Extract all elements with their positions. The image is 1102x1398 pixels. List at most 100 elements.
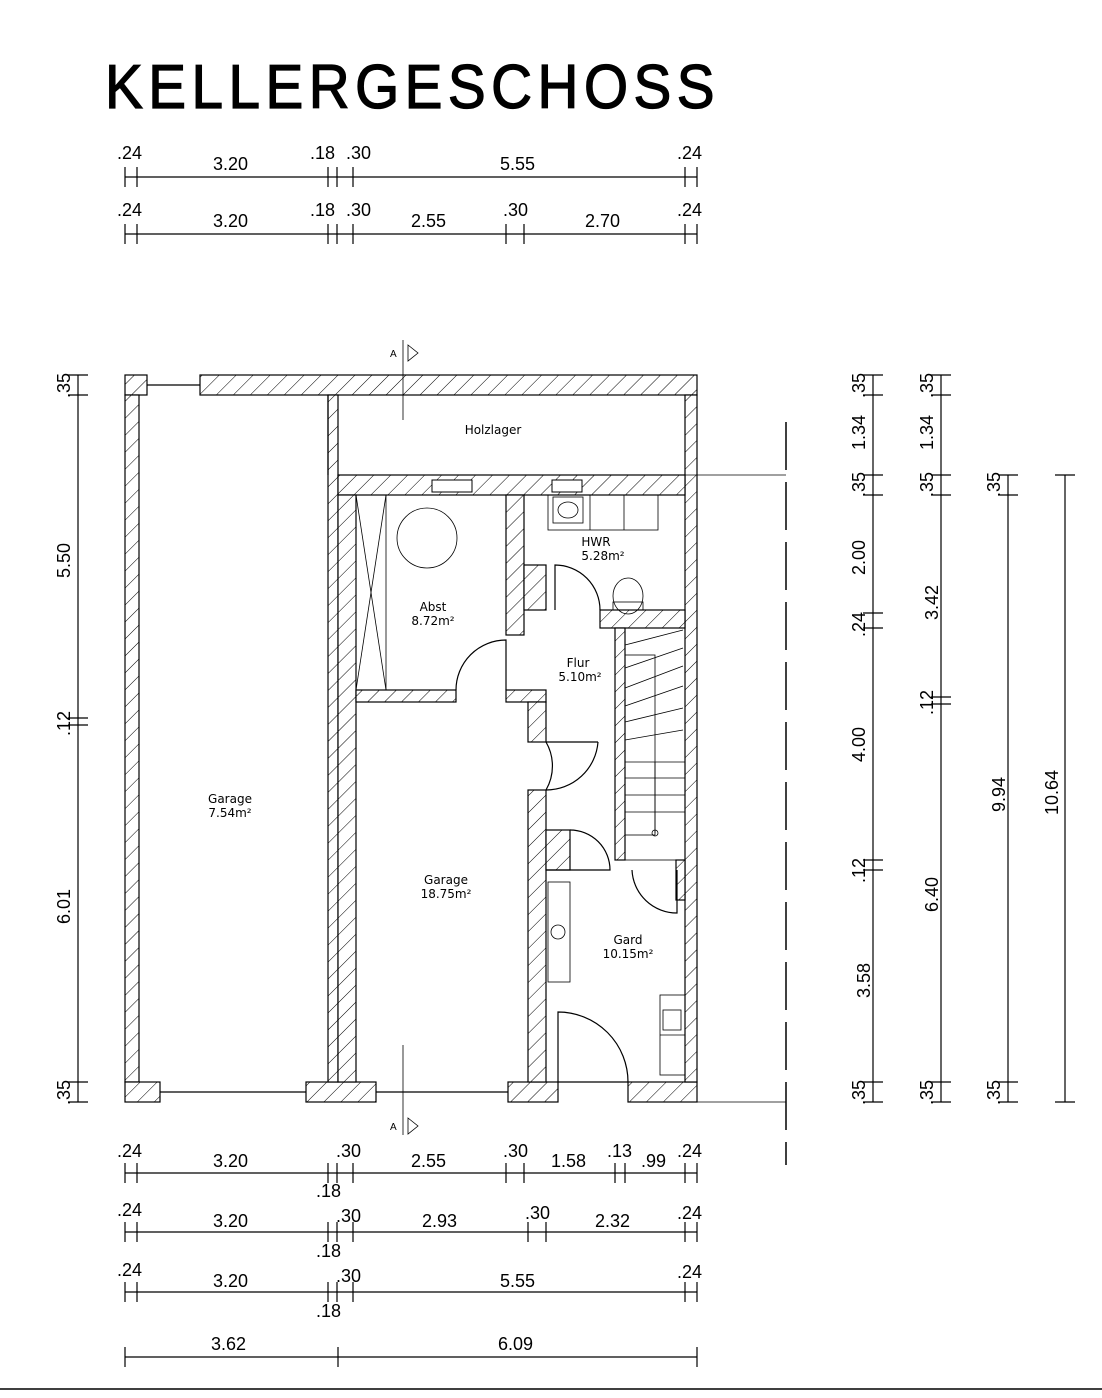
room-name: Abst [420, 600, 447, 614]
dimension-chain-right-1: .35 1.34 .35 2.00 .24 4.00 .12 3.58 .35 [849, 373, 883, 1105]
dim-label: 3.20 [213, 154, 248, 174]
room-area: 5.10m² [558, 670, 601, 684]
dim-label: 5.55 [500, 154, 535, 174]
dim-label: .24 [677, 200, 702, 220]
dim-label: 3.20 [213, 1211, 248, 1231]
dim-label: .12 [54, 711, 74, 736]
dim-label: 1.34 [917, 415, 937, 450]
fixtures [355, 494, 686, 1076]
section-line: A A [390, 340, 787, 1165]
section-marker: A [390, 349, 397, 360]
dim-label: .18 [316, 1241, 341, 1261]
dimension-chain-right-4: 10.64 [1042, 474, 1075, 1103]
dim-label: 3.42 [922, 585, 942, 620]
appliance-icon [550, 924, 566, 940]
dim-label: 3.20 [213, 1271, 248, 1291]
dim-label: .30 [346, 200, 371, 220]
dim-label: 6.09 [498, 1334, 533, 1354]
dim-label: 2.55 [411, 211, 446, 231]
dim-label: .35 [849, 373, 869, 398]
dimension-chain-top-1: .24 3.20 .18 .30 5.55 .24 [117, 143, 702, 187]
dim-label: .35 [984, 1080, 1004, 1105]
dim-label: 3.58 [854, 963, 874, 998]
dim-label: 4.00 [849, 727, 869, 762]
toilet-icon [612, 577, 644, 615]
dim-label: .24 [677, 143, 702, 163]
room-name: Flur [567, 656, 590, 670]
dim-label: .35 [54, 373, 74, 398]
dim-label: 1.58 [551, 1151, 586, 1171]
washbasin-icon [557, 501, 579, 519]
dim-label: .13 [607, 1141, 632, 1161]
dim-label: .24 [117, 1141, 142, 1161]
room-name: Garage [208, 792, 252, 806]
dim-label: 2.55 [411, 1151, 446, 1171]
dimension-chain-bottom-2: .24 3.20 .30 2.93 .30 2.32 .24 .18 [117, 1200, 702, 1261]
dim-label: 3.20 [213, 1151, 248, 1171]
dim-label: .30 [336, 1266, 361, 1286]
room-area: 10.15m² [603, 947, 654, 961]
room-labels: Holzlager HWR 5.28m² Abst 8.72m² Flur 5.… [208, 423, 654, 961]
dim-label: .18 [310, 143, 335, 163]
room-name: Holzlager [465, 423, 522, 437]
dim-label: .24 [117, 1260, 142, 1280]
dimension-chain-bottom-1: .24 3.20 .30 2.55 .30 1.58 .13 .99 .24 .… [117, 1141, 702, 1201]
dimension-chain-left: .35 5.50 .12 6.01 .35 [54, 373, 88, 1105]
dim-label: .24 [117, 200, 142, 220]
dimension-chain-top-2: .24 3.20 .18 .30 2.55 .30 2.70 .24 [117, 200, 702, 244]
interior-walls [327, 394, 686, 1083]
dim-label: 6.01 [54, 889, 74, 924]
dim-label: .35 [917, 373, 937, 398]
dim-label: 2.70 [585, 211, 620, 231]
dim-label: 3.20 [213, 211, 248, 231]
room-area: 8.72m² [411, 614, 454, 628]
dim-label: .24 [677, 1203, 702, 1223]
dim-label: .30 [336, 1206, 361, 1226]
dim-label: .24 [849, 612, 869, 637]
exterior-walls [124, 374, 698, 1103]
dim-label: .24 [677, 1141, 702, 1161]
dim-label: .30 [336, 1141, 361, 1161]
section-marker: A [390, 1122, 397, 1133]
dim-label: .35 [849, 472, 869, 497]
dim-label: .35 [54, 1080, 74, 1105]
dim-label: .18 [310, 200, 335, 220]
staircase [624, 627, 686, 861]
dim-label: .35 [849, 1080, 869, 1105]
dim-label: 3.62 [211, 1334, 246, 1354]
dim-label: 5.50 [54, 543, 74, 578]
doors [455, 564, 678, 1083]
dimension-chain-right-2: .35 1.34 .35 3.42 .12 6.40 .35 [917, 373, 951, 1105]
room-name: Garage [424, 873, 468, 887]
dim-label: 10.64 [1042, 770, 1062, 815]
tank-icon [396, 507, 458, 569]
dim-label: 2.93 [422, 1211, 457, 1231]
dim-label: 9.94 [989, 777, 1009, 812]
dim-label: 6.40 [922, 877, 942, 912]
room-name: Gard [614, 933, 643, 947]
dimension-chain-bottom-3: .24 3.20 .30 5.55 .24 .18 [117, 1260, 702, 1321]
dimension-chain-bottom-4: 3.62 6.09 [124, 1334, 698, 1367]
dim-label: .35 [917, 1080, 937, 1105]
room-name: HWR [581, 535, 610, 549]
room-area: 18.75m² [421, 887, 472, 901]
dim-label: .12 [917, 690, 937, 715]
dim-label: .12 [849, 858, 869, 883]
dim-label: 5.55 [500, 1271, 535, 1291]
dimension-chain-right-3: .35 9.94 .35 [984, 472, 1018, 1105]
dim-label: .35 [917, 472, 937, 497]
dim-label: 1.34 [849, 415, 869, 450]
dim-label: .35 [984, 472, 1004, 497]
dim-label: .24 [117, 1200, 142, 1220]
page-title: KELLERGESCHOSS [105, 53, 720, 122]
room-area: 5.28m² [581, 549, 624, 563]
room-area: 7.54m² [208, 806, 251, 820]
dim-label: .24 [677, 1262, 702, 1282]
dim-label: .24 [117, 143, 142, 163]
dim-label: 2.32 [595, 1211, 630, 1231]
dim-label: 2.00 [849, 540, 869, 575]
dim-label: .99 [641, 1151, 666, 1171]
dim-label: .30 [346, 143, 371, 163]
dim-label: .18 [316, 1181, 341, 1201]
